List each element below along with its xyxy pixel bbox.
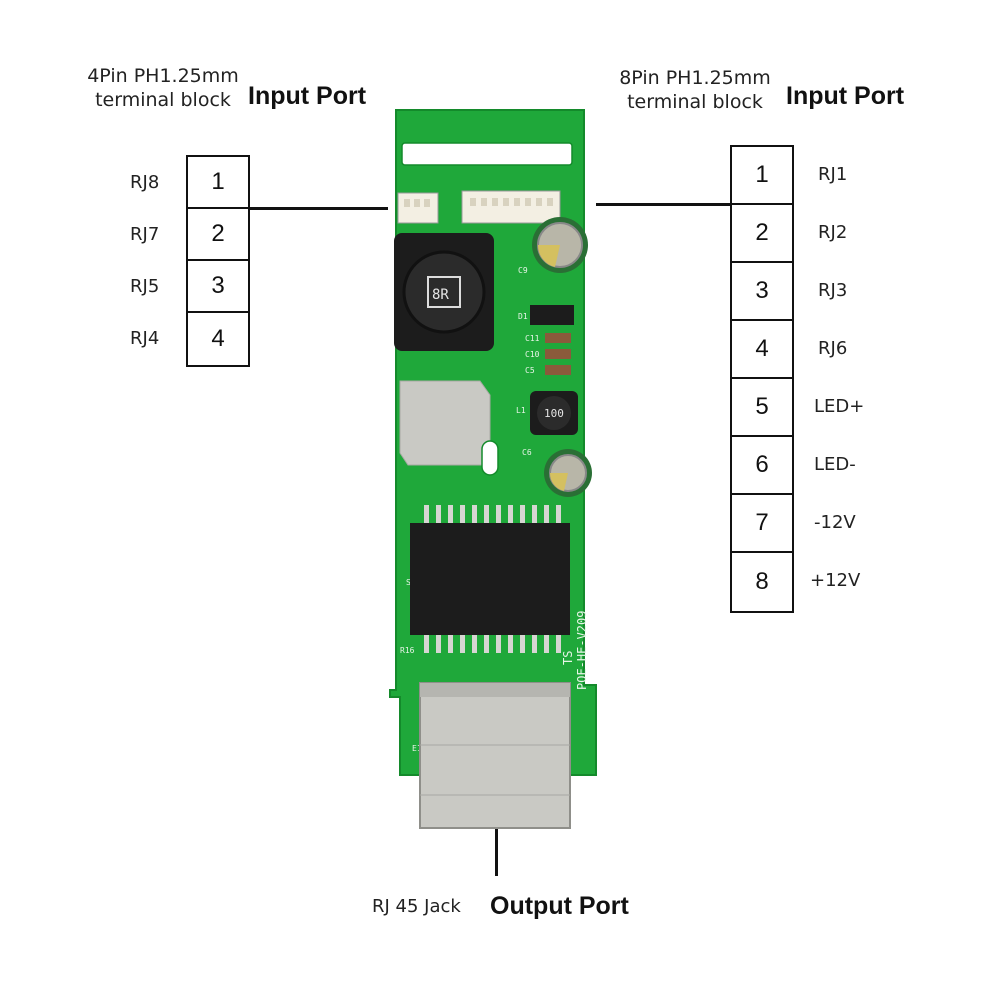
left-port-title: Input Port [248,82,367,110]
right-pin-cell: 3 [732,263,792,321]
right-pin-label: RJ6 [818,338,848,359]
right-pin-cell: 4 [732,321,792,379]
right-pin-cell: 1 [732,147,792,205]
silk-ref: R16 [400,646,415,655]
smd-cap-c11 [545,333,571,343]
4pin-connector [397,192,439,224]
silk-ref: C5 [525,366,535,375]
right-pin-label: RJ2 [818,222,848,243]
right-pin-label: RJ1 [818,164,848,185]
silk-ref: L1 [516,406,526,415]
left-pin-cell: 2 [188,209,248,261]
right-pin-label: RJ3 [818,280,848,301]
right-pin-cell: 8 [755,568,769,595]
right-connector-caption: 8Pin PH1.25mm terminal block [600,66,790,114]
silk-ref: C9 [518,266,528,275]
right-pin-label: +12V [810,570,861,591]
right-connector-leader-line [596,203,731,206]
left-pin-label: RJ8 [130,172,160,193]
left-pin-cell: 4 [211,325,225,352]
right-caption-line2: terminal block [627,91,763,113]
left-pin-table: 1 2 3 4 [186,155,250,367]
right-pin-cell: 5 [732,379,792,437]
right-pin-cell: 7 [732,495,792,553]
left-pin-cell: 3 [188,261,248,313]
left-pin-label: RJ4 [130,328,160,349]
8pin-connector [461,190,561,224]
power-inductor [394,233,494,351]
left-connector-caption: 4Pin PH1.25mm terminal block [68,64,258,112]
right-pin-label: LED+ [814,396,865,417]
output-port-title: Output Port [490,892,629,920]
left-caption-line1: 4Pin PH1.25mm [87,65,239,87]
right-caption-line1: 8Pin PH1.25mm [619,67,771,89]
capacitor-bottom [544,449,592,497]
capacitor-top [532,217,588,273]
left-pin-label: RJ5 [130,276,160,297]
right-pin-label: LED- [814,454,856,475]
smd-cap-c5 [545,365,571,375]
silk-ref: C10 [525,350,540,359]
transformer-ic [410,505,570,653]
big-inductor-marking: 8R [432,287,449,303]
left-connector-leader-line [248,207,388,210]
right-pin-label: -12V [814,512,856,533]
silk-ref: D1 [518,312,528,321]
mounting-slot [481,440,499,476]
right-port-title: Input Port [786,82,905,110]
smd-cap-c10 [545,349,571,359]
rj45-jack-label: RJ 45 Jack [372,896,461,917]
metal-pad [399,380,491,466]
diode [530,305,574,325]
left-pin-cell: 1 [188,157,248,209]
right-pin-cell: 6 [732,437,792,495]
small-inductor-marking: 100 [544,407,564,420]
left-pin-label: RJ7 [130,224,160,245]
silk-ref: C11 [525,334,540,343]
left-caption-line2: terminal block [95,89,231,111]
small-inductor [530,391,578,435]
output-leader-line [495,828,498,876]
silk-ts-text: TS [561,651,575,665]
silk-ref: E1 [412,744,422,753]
pcb-board: 8R C9 D1 C11 C10 C5 L1 C6 S3 R16 E1 100 [389,109,597,829]
silk-ref: C6 [522,448,532,457]
right-pin-cell: 2 [732,205,792,263]
rj45-jack [419,682,571,829]
silk-model-text: POE-HE-V209 [575,611,589,690]
right-pin-table: 1 2 3 4 5 6 7 8 [730,145,794,613]
